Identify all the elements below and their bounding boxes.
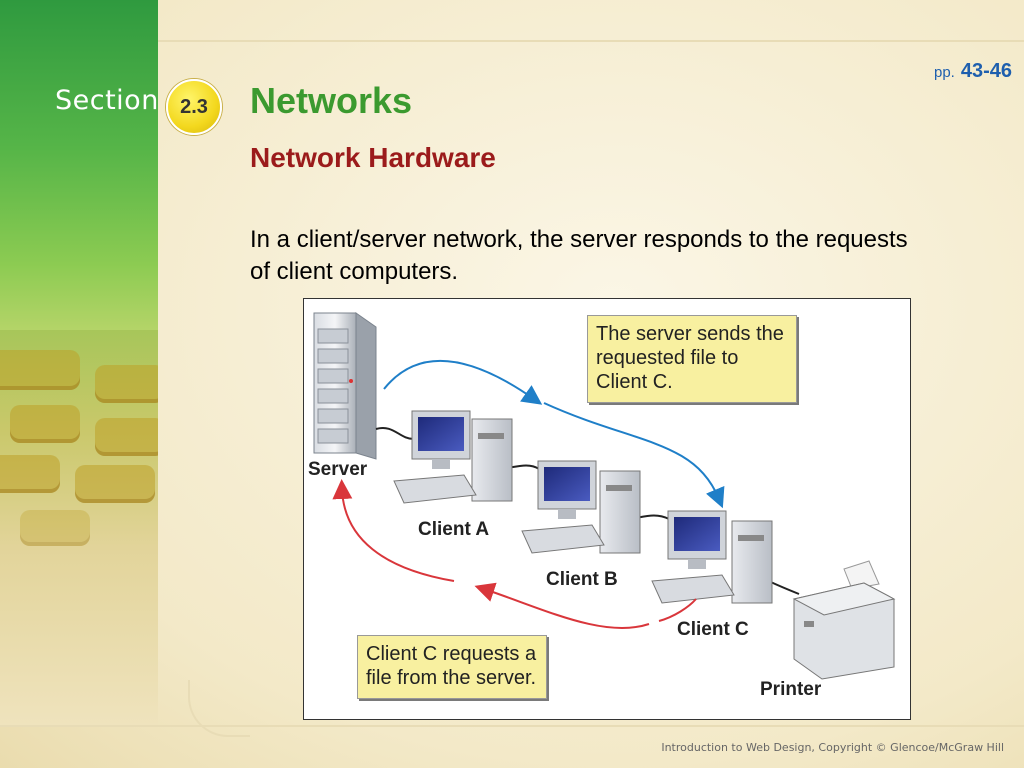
network-diagram-graphics [313,312,896,680]
callout-client-requests: Client C requests a file from the server… [357,635,547,699]
label-client-c: Client C [677,619,749,640]
section-number: 2.3 [180,95,208,118]
pages-prefix: pp. [933,64,955,81]
body-text: In a client/server network, the server r… [250,226,908,285]
callout-server-sends: The server sends the requested file to C… [587,315,797,403]
label-printer: Printer [760,679,822,700]
keyboard-image [0,330,158,725]
page-title: Networks [250,80,413,121]
network-diagram: The server sends the requested file to C… [303,298,911,720]
client-a-computer-icon [393,410,513,504]
label-server: Server [308,459,368,480]
section-number-badge: 2.3 [166,79,222,135]
background-line [0,40,1024,42]
section-label: Section [55,85,159,116]
request-arrow [474,582,650,629]
client-c-computer-icon [651,510,773,604]
page-reference: pp. 43-46 [934,60,1012,83]
request-arrow-continued [332,479,455,582]
send-arrow [383,359,543,405]
client-b-computer-icon [521,460,641,554]
pages-range: 43-46 [960,60,1012,82]
request-arrow-tail [658,598,697,622]
send-arrow-continued [543,402,725,509]
decorative-corner [188,680,250,737]
page-subtitle: Network Hardware [250,142,496,173]
background-line [0,725,1024,727]
server-icon [313,312,377,460]
sidebar-band [0,0,158,330]
printer-icon [792,560,896,680]
label-client-b: Client B [546,569,618,590]
label-client-a: Client A [418,519,490,540]
footer-copyright: Introduction to Web Design, Copyright © … [661,741,1004,754]
